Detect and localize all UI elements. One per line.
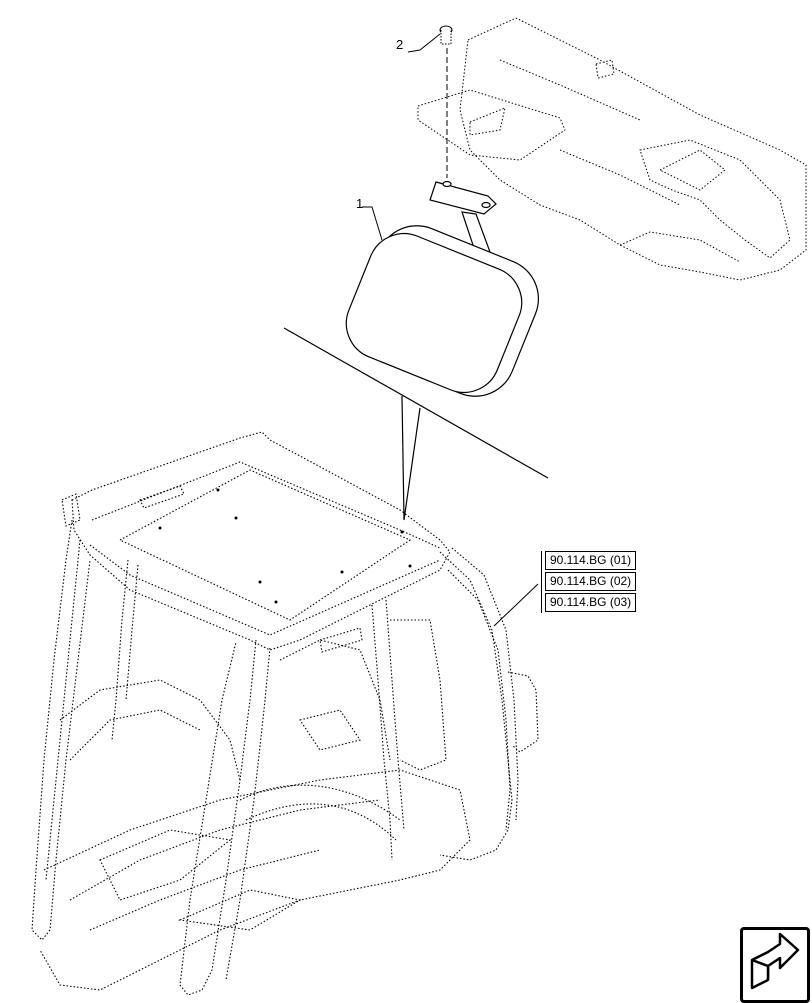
callout-number-2: 2 xyxy=(396,37,404,52)
nav-arrow-shape xyxy=(750,932,800,990)
reference-leader xyxy=(493,583,539,627)
next-page-button[interactable] xyxy=(740,927,810,1003)
roof-bracket-structure xyxy=(417,17,807,281)
reference-link-01[interactable]: 90.114.BG (01) xyxy=(545,551,637,570)
mirror xyxy=(345,180,540,397)
callout-leaders xyxy=(362,33,441,241)
roof-fastener-marks xyxy=(158,488,412,604)
callout-number-1: 1 xyxy=(356,196,364,211)
reference-link-03[interactable]: 90.114.BG (03) xyxy=(545,593,637,612)
reference-link-02[interactable]: 90.114.BG (02) xyxy=(545,572,637,591)
reference-bracket xyxy=(541,551,542,613)
bolt xyxy=(439,25,453,45)
cab-frame xyxy=(31,431,539,996)
detail-pointer xyxy=(283,327,549,521)
